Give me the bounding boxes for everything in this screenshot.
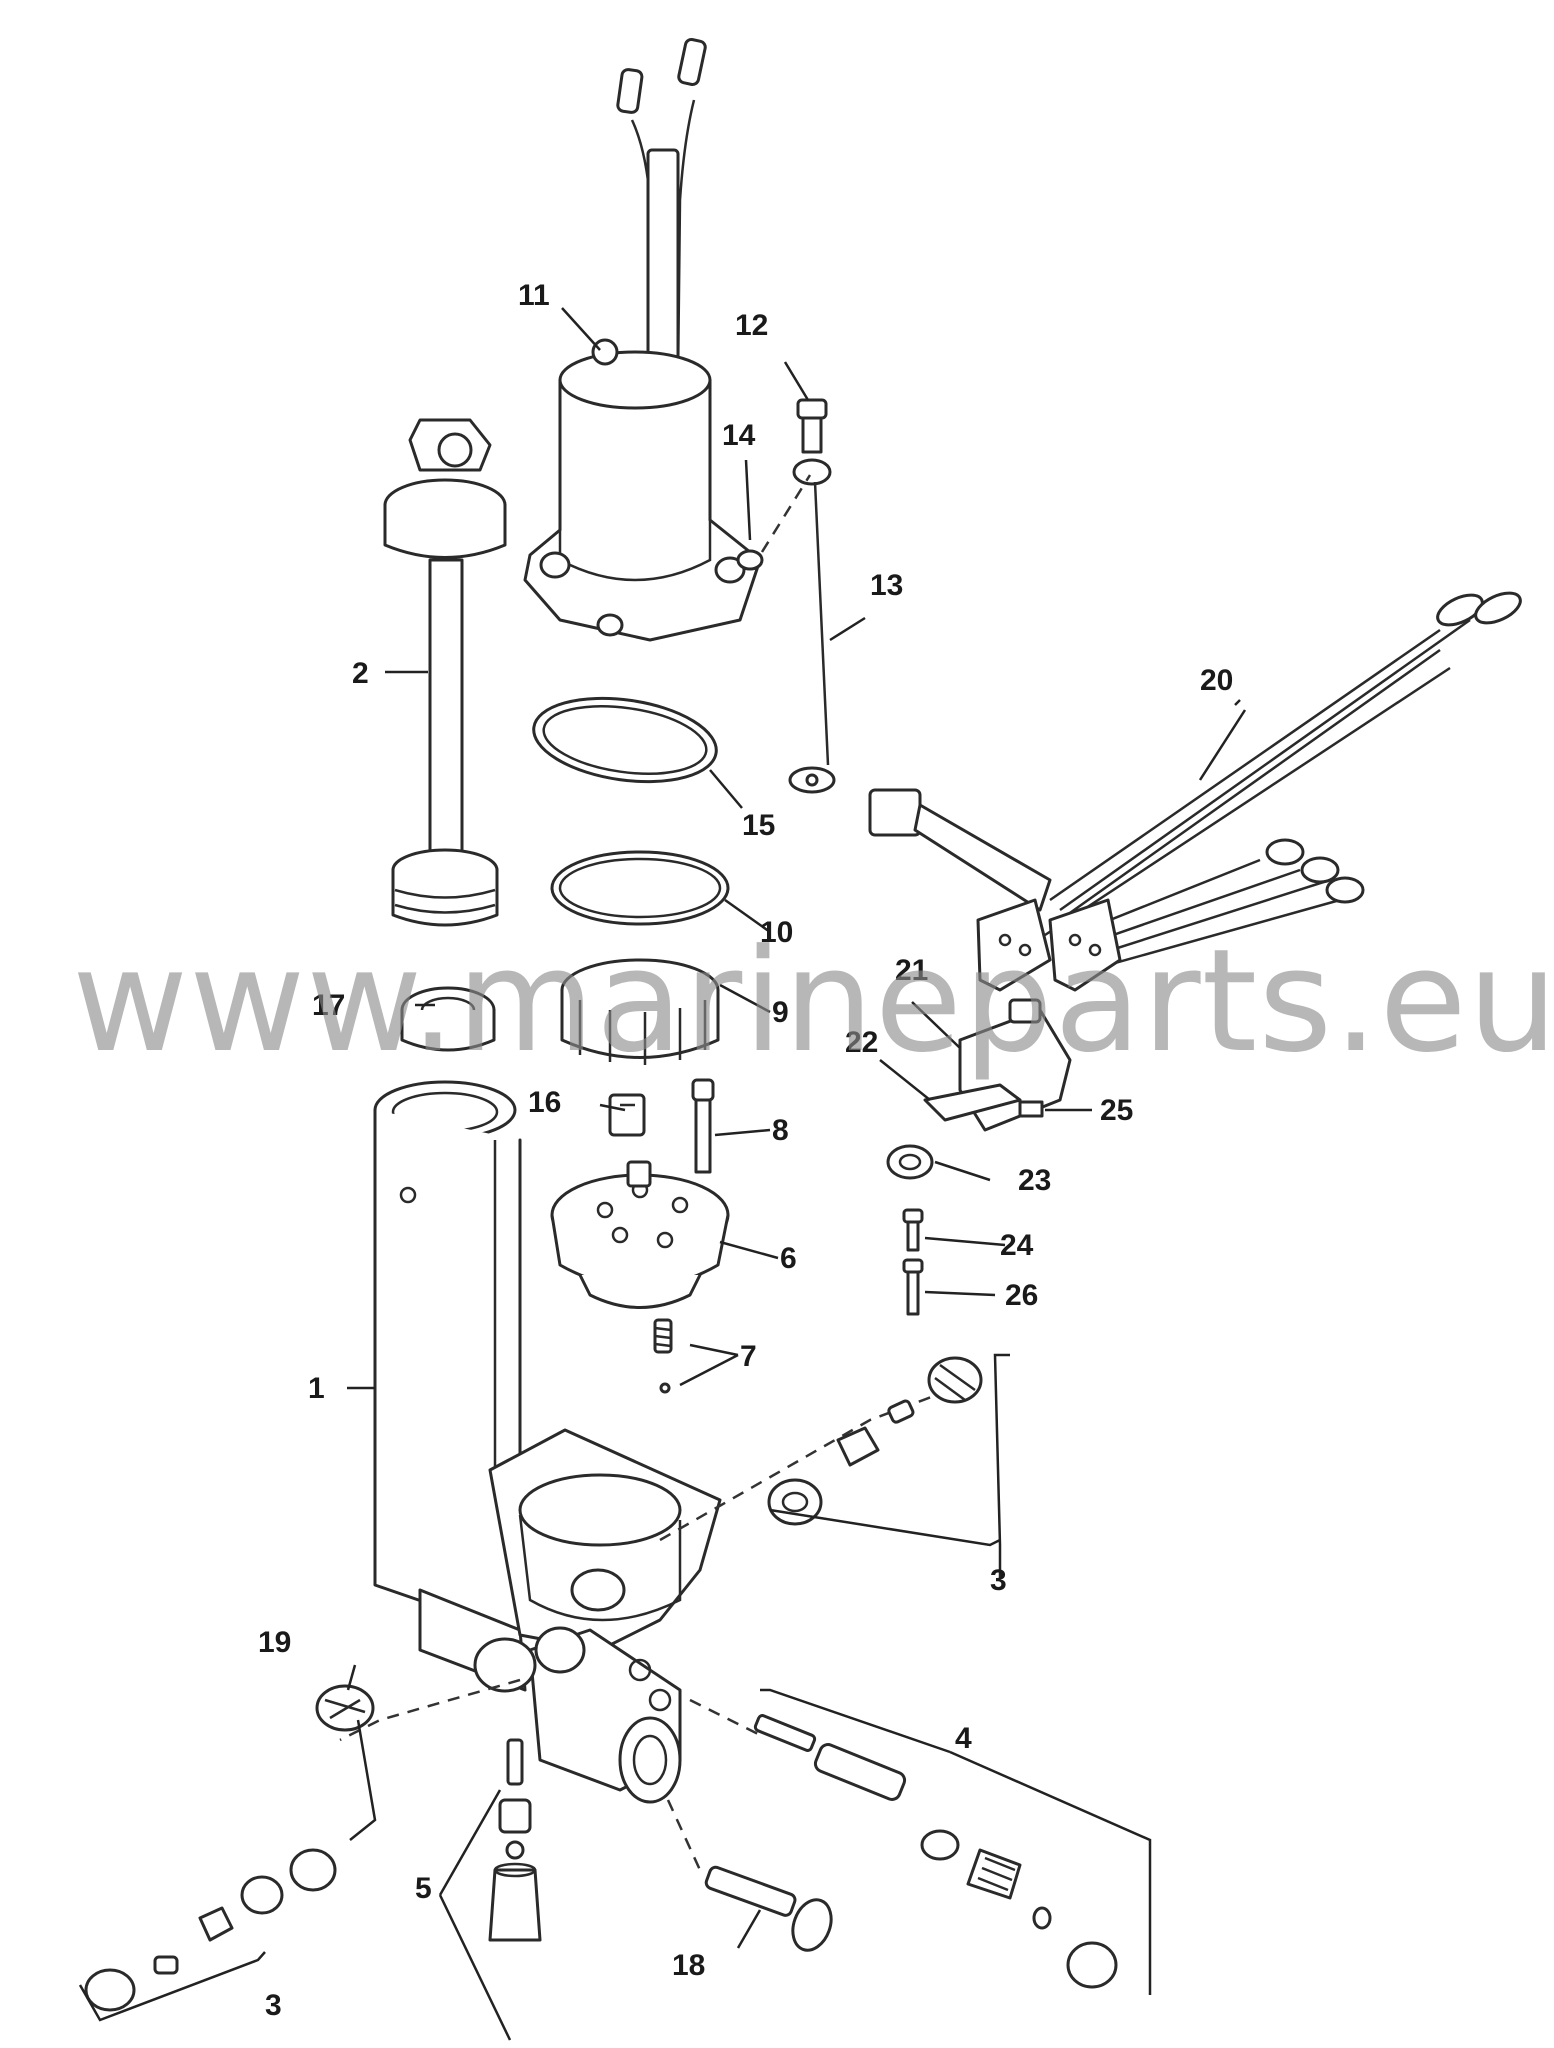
housing-part-1 [373, 1080, 722, 1804]
valve-part-16 [608, 1093, 646, 1137]
callout-9: 9 [772, 996, 789, 1029]
callout-24: 24 [1000, 1229, 1034, 1262]
callout-11: 11 [518, 279, 550, 312]
seal-part-17 [400, 986, 496, 1052]
valve-set-part-3-left [84, 1848, 337, 2012]
oring-part-15 [532, 696, 718, 784]
callout-10: 10 [760, 916, 793, 949]
callout-5: 5 [415, 1872, 432, 1905]
callout-26: 26 [1005, 1279, 1038, 1312]
callout-3-left: 3 [265, 1989, 282, 2022]
screw-part-26 [902, 1258, 924, 1316]
oring-part-10 [550, 850, 730, 926]
ground-strap-part-13 [788, 458, 836, 794]
callout-18: 18 [672, 1949, 705, 1982]
valve-set-part-4 [689, 1698, 1118, 1989]
valve-part-5 [488, 1738, 542, 1942]
motor-part-11 [523, 38, 762, 642]
pump-part-6 [550, 1160, 730, 1309]
callout-14: 14 [722, 419, 756, 452]
callout-17: 17 [312, 989, 345, 1022]
plate-part-22 [923, 1083, 1022, 1122]
pin-part-8 [691, 1078, 715, 1174]
ring-part-9 [560, 958, 720, 1065]
bushing-part-23 [886, 1144, 934, 1180]
screw-part-24 [902, 1208, 924, 1252]
callout-21: 21 [895, 954, 928, 987]
watermark-text: www.marineparts.eu [72, 919, 1554, 1084]
callout-4: 4 [955, 1722, 972, 1755]
callout-23: 23 [1018, 1164, 1051, 1197]
callout-12: 12 [735, 309, 768, 342]
callout-25: 25 [1100, 1094, 1133, 1127]
callout-3-right: 3 [990, 1564, 1007, 1597]
callout-1: 1 [308, 1372, 325, 1405]
shaft-part-18 [666, 1799, 833, 1952]
fuse-part-25 [1018, 1100, 1044, 1118]
callout-20: 20 [1200, 664, 1233, 697]
callout-13: 13 [870, 569, 903, 602]
plug-part-19 [315, 1684, 375, 1732]
screw-part-12 [796, 398, 828, 454]
washer-part-14 [736, 474, 812, 571]
callout-15: 15 [742, 809, 775, 842]
callout-16: 16 [528, 1086, 561, 1119]
callout-22: 22 [845, 1026, 878, 1059]
callout-2: 2 [352, 657, 369, 690]
callout-19: 19 [258, 1626, 291, 1659]
callout-6: 6 [780, 1242, 797, 1275]
spring-part-7 [653, 1318, 673, 1394]
trim-ram-part-2 [383, 418, 507, 927]
callout-8: 8 [772, 1114, 789, 1147]
leader-lines [78, 307, 1247, 2041]
wiring-harness-part-20 [868, 591, 1522, 992]
callout-7: 7 [740, 1340, 757, 1373]
valve-set-part-3-right [659, 1356, 983, 1542]
